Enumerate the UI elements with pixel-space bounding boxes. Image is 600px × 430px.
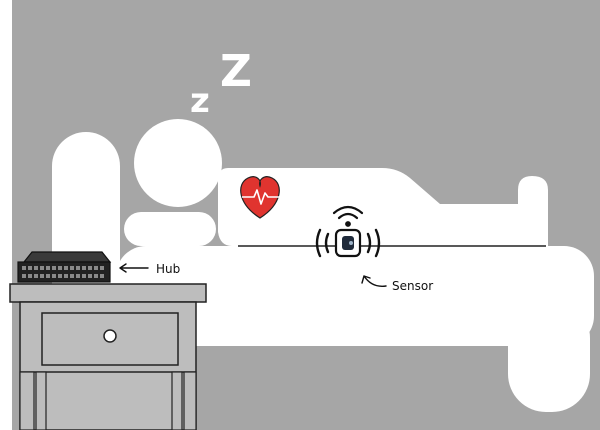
bed-footboard: [508, 300, 590, 412]
frame-left-edge: [0, 0, 12, 430]
hub-label: Hub: [156, 262, 180, 276]
person-body: [218, 168, 548, 246]
network-hub-icon: [17, 251, 112, 283]
hub-arrow-icon: [119, 263, 149, 273]
nightstand: [9, 283, 207, 430]
sensor-device-icon: [334, 228, 362, 258]
bed-lower-frame: [120, 330, 540, 346]
sleep-z-large: Z: [220, 46, 252, 97]
bed-mattress: [116, 246, 594, 346]
heart-pulse-icon: [240, 176, 280, 219]
sensor-arrow-icon: [361, 275, 387, 287]
broadcast-waves-icon: [315, 228, 381, 258]
wifi-icon: [332, 205, 364, 227]
pillow: [124, 212, 216, 246]
sleep-z-small: z: [190, 81, 210, 121]
sensor-label: Sensor: [392, 279, 433, 293]
person-head: [134, 119, 222, 207]
drawer-knob: [103, 329, 117, 343]
